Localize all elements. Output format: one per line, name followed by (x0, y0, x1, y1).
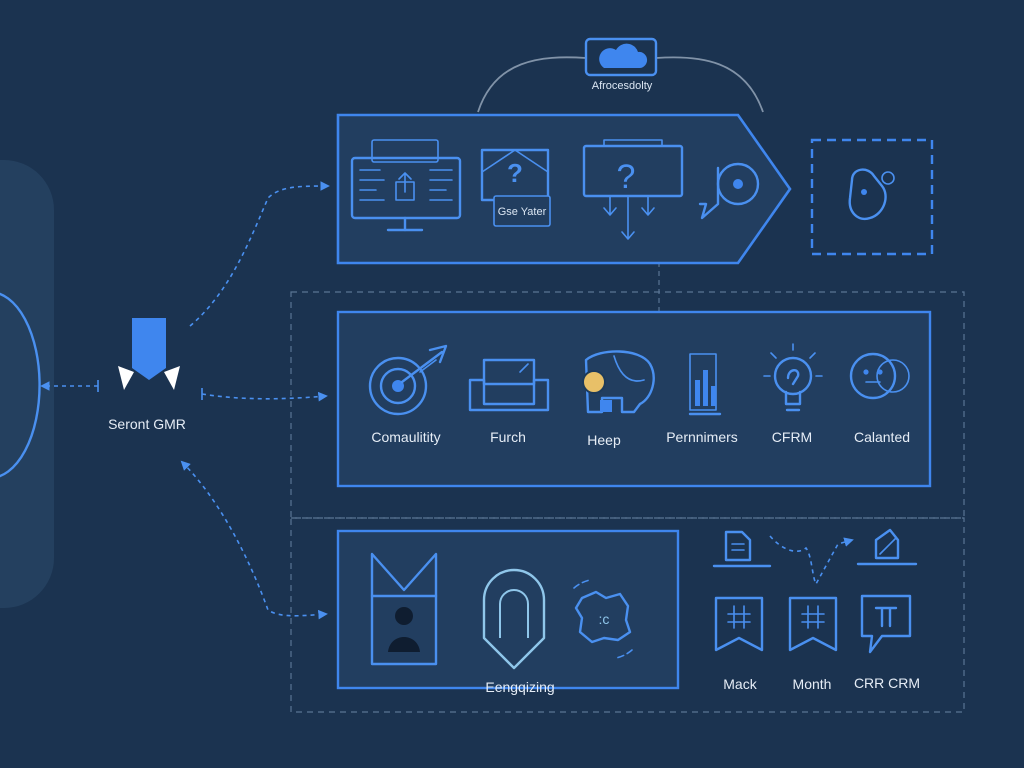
bookmark-node-icon (132, 318, 166, 380)
middle-panel[interactable] (336, 310, 932, 488)
svg-text:?: ? (507, 158, 523, 188)
cloud-arc (477, 56, 764, 113)
bar-chart-icon (688, 353, 722, 416)
bottom-right-item-mack[interactable]: Mack (714, 596, 764, 692)
bottom-item-gear: :c (573, 579, 633, 659)
bottom-group-outline (290, 517, 965, 713)
bookmark-icon (788, 596, 838, 652)
gear-icon (574, 590, 632, 644)
connector-to-middle-panel (201, 391, 328, 402)
middle-group-outline (290, 291, 965, 519)
middle-item-chart[interactable]: Pernnimers (666, 353, 738, 445)
map-pin-icon (482, 568, 546, 670)
connector-to-top-panel (189, 181, 330, 327)
middle-item-label: Pernnimers (666, 429, 738, 445)
bottom-item-user (370, 552, 438, 666)
sofa-icon (468, 358, 550, 412)
middle-item-sofa[interactable]: Furch (468, 358, 550, 445)
middle-item-elephant[interactable]: Heep (582, 350, 655, 448)
middle-item-face[interactable]: Calanted (849, 352, 910, 445)
settings-face-card[interactable] (810, 138, 934, 256)
lightbulb-icon (763, 343, 823, 412)
user-portrait-icon (370, 594, 438, 666)
elephant-icon (582, 350, 655, 414)
bottom-right-item-month[interactable]: Month (788, 596, 838, 692)
top-panel[interactable]: ? Gse Yater ? (336, 113, 792, 265)
cloud-label: Afrocesdolty (592, 80, 653, 92)
edit-doc-icon (856, 528, 918, 566)
bottom-item-pin (482, 568, 546, 670)
middle-item-label: Comaulitity (371, 429, 440, 445)
dashboard-monitor-icon (350, 139, 462, 232)
trend-dotted-line (769, 535, 854, 586)
speech-bubble-icon (860, 594, 912, 654)
document-icon (712, 530, 772, 568)
question-flow-icon: ? (582, 139, 684, 240)
badge-box (493, 195, 551, 227)
cloud-node[interactable]: Afrocesdolty (584, 37, 658, 92)
middle-item-label: CFRM (772, 429, 812, 445)
svg-text::c: :c (599, 611, 610, 627)
middle-item-bulb[interactable]: CFRM (763, 343, 823, 445)
bottom-right-label: CRR CRM (854, 675, 920, 691)
bottom-right-label: Month (793, 676, 832, 692)
bottom-panel-label: Eengqizing (485, 679, 554, 695)
bottom-right-label: Mack (723, 676, 757, 692)
question-box-icon: ? (480, 148, 551, 227)
crown-icon (370, 552, 438, 598)
face-gear-icon (848, 168, 887, 221)
middle-item-target[interactable]: Comaulitity (368, 344, 448, 445)
bookmark-icon (714, 596, 764, 652)
left-node-label: Seront GMR (108, 416, 186, 432)
svg-text:?: ? (617, 158, 636, 196)
target-arrow-icon (368, 344, 448, 416)
target-chat-icon (698, 162, 760, 220)
left-node[interactable]: Seront GMR (108, 318, 186, 432)
bottom-right-item-crm[interactable]: CRR CRM (854, 594, 920, 691)
middle-item-label: Calanted (854, 429, 910, 445)
badge-text: Gse Yater (498, 206, 547, 218)
left-backdrop (0, 160, 54, 608)
connector-to-bottom-panel (180, 460, 328, 620)
middle-item-label: Furch (490, 429, 526, 445)
middle-item-label: Heep (587, 432, 621, 448)
left-circle-arc (0, 292, 41, 478)
face-bubble-icon (849, 352, 910, 400)
cloud-icon (599, 43, 648, 68)
